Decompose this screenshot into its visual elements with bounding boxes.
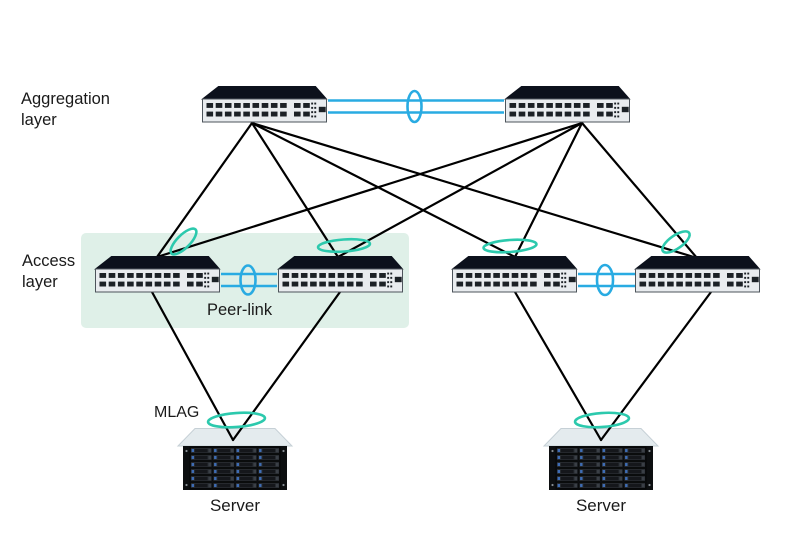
aggregation-layer-label-line1: Aggregation	[21, 90, 110, 108]
access-layer-label-line1: Access	[22, 252, 76, 270]
switch-icon	[203, 87, 327, 123]
lag-ellipse-icon	[482, 238, 538, 254]
switch-icon	[636, 257, 760, 293]
mlag-label: MLAG	[154, 404, 200, 421]
lag-ellipses	[169, 227, 691, 429]
switch-icon	[453, 257, 577, 293]
aggregation-layer-label-line2: layer	[21, 110, 57, 129]
peer-link-label: Peer-link	[207, 301, 273, 319]
mlag-ellipse-icon	[573, 411, 631, 429]
switch-icon	[96, 257, 220, 293]
switch-icon	[506, 87, 630, 123]
access-layer-label-line2: layer	[22, 272, 58, 291]
server-icon	[543, 428, 659, 491]
lag-ellipse-icon	[316, 237, 372, 254]
uplink-lines	[155, 121, 699, 260]
server-right-label: Server	[575, 496, 627, 515]
lag-ellipse-icon	[406, 89, 423, 124]
switch-icon	[279, 257, 403, 293]
lag-ellipse-icon	[239, 264, 257, 296]
peer-link-lines	[221, 89, 635, 297]
server-left-label: Server	[209, 496, 261, 515]
access-layer-label: Access layer	[22, 251, 75, 292]
mlag-ellipse-icon	[206, 411, 267, 429]
lag-ellipse-icon	[661, 230, 691, 254]
lag-ellipse-icon	[595, 263, 615, 297]
aggregation-layer-label: Aggregation layer	[21, 89, 110, 130]
